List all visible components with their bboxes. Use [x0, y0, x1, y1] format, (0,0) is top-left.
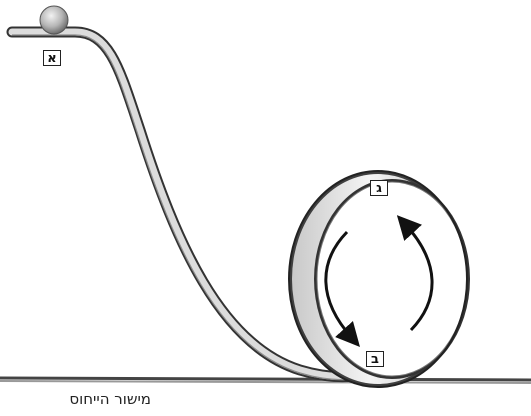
point-b-label: ב [366, 351, 384, 367]
arrow-up-right [396, 215, 434, 332]
reference-plane-label: מישור הייחוס [69, 390, 151, 408]
ball [39, 5, 69, 35]
ground-line [0, 376, 531, 384]
point-a-label: א [43, 50, 61, 66]
point-g-label: ג [370, 180, 388, 196]
arrow-down-left [324, 230, 360, 347]
motion-arrows [324, 215, 434, 347]
ramp-track [6, 26, 381, 383]
